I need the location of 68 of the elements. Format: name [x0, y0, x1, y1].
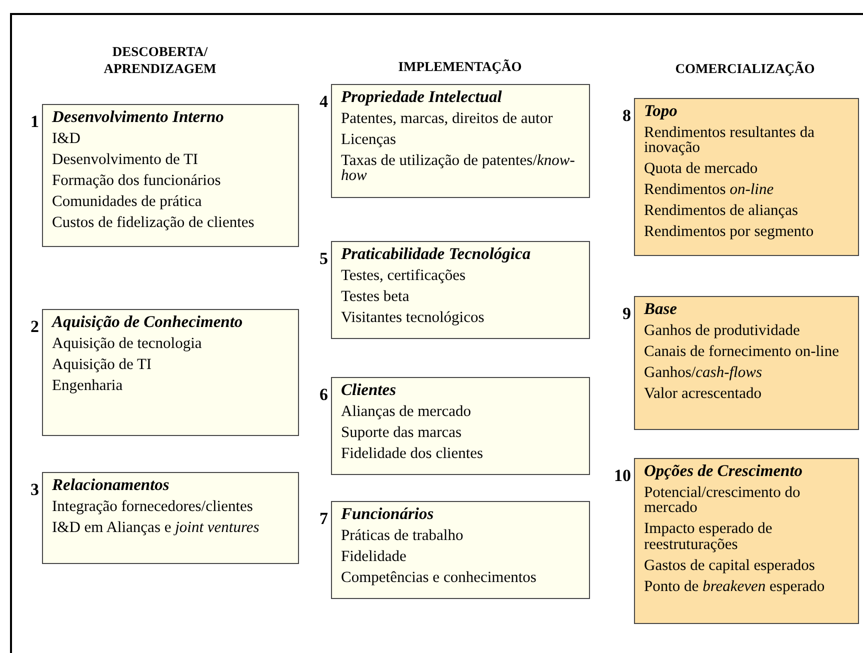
- category-box: [331, 501, 590, 599]
- list-item: Práticas de trabalho: [341, 528, 464, 543]
- box-heading: Aquisição de Conhecimento: [52, 314, 244, 330]
- list-item: Rendimentos on-line: [644, 182, 775, 198]
- list-item: Fidelidade: [341, 548, 408, 564]
- box-heading: Praticabilidade Tecnológica: [341, 246, 532, 262]
- box-heading: Clientes: [341, 382, 398, 398]
- box-heading: Relacionamentos: [52, 477, 170, 494]
- list-item: Suporte das marcas: [341, 424, 463, 440]
- list-item: Impacto esperado de reestruturações: [644, 521, 774, 552]
- category-box: [331, 84, 590, 198]
- list-item: Competências e conhecimentos: [341, 570, 538, 585]
- list-item: Aquisição de tecnologia: [52, 336, 203, 351]
- list-item: Rendimentos de alianças: [644, 203, 800, 218]
- item-number: 10: [613, 466, 631, 486]
- box-heading: Opções de Crescimento: [644, 463, 804, 480]
- list-item: Visitantes tecnológicos: [341, 310, 486, 325]
- list-item: Valor acrescentado: [644, 386, 762, 401]
- box-heading: Topo: [644, 103, 678, 120]
- category-box: [331, 377, 590, 475]
- column-heading: COMERCIALIZAÇÃO: [674, 61, 816, 78]
- list-item: Desenvolvimento de TI: [52, 152, 200, 167]
- category-box: [42, 104, 299, 247]
- category-box: [634, 296, 859, 430]
- category-box: [42, 472, 299, 564]
- list-item: Fidelidade dos clientes: [341, 446, 484, 461]
- list-item: I&D em Alianças e joint ventures: [52, 520, 260, 535]
- list-item: Comunidades de prática: [52, 194, 203, 209]
- column-heading: DESCOBERTA/ APRENDIZAGEM: [102, 44, 218, 78]
- list-item: Gastos de capital esperados: [644, 558, 816, 573]
- list-item: Custos de fidelização de clientes: [52, 214, 256, 230]
- column-heading: IMPLEMENTAÇÃO: [397, 59, 523, 76]
- item-number: 5: [318, 249, 328, 269]
- list-item: Formação dos funcionários: [52, 172, 222, 188]
- list-item: Testes, certificações: [341, 268, 467, 283]
- list-item: Integração fornecedores/clientes: [52, 498, 254, 514]
- list-item: Testes beta: [341, 288, 410, 304]
- item-number: 7: [318, 509, 328, 529]
- list-item: Ponto de breakeven esperado: [644, 578, 826, 594]
- list-item: I&D: [52, 130, 82, 146]
- list-item: Rendimentos resultantes da inovação: [644, 124, 816, 156]
- list-item: Engenharia: [52, 378, 124, 393]
- list-item: Taxas de utilização de patentes/know-how: [341, 152, 576, 184]
- list-item: Canais de fornecimento on-line: [644, 344, 840, 359]
- item-number: 8: [622, 106, 631, 126]
- box-heading: Desenvolvimento Interno: [52, 109, 225, 126]
- list-item: Quota de mercado: [644, 161, 759, 176]
- list-item: Ganhos/cash-flows: [644, 364, 763, 380]
- item-number: 6: [318, 385, 328, 405]
- list-item: Aquisição de TI: [52, 356, 153, 372]
- list-item: Ganhos de produtividade: [644, 322, 801, 338]
- list-item: Potencial/crescimento do mercado: [644, 484, 802, 516]
- box-heading: Propriedade Intelectual: [341, 89, 503, 106]
- list-item: Licenças: [341, 132, 398, 147]
- category-box: [42, 309, 299, 436]
- item-number: 2: [30, 317, 39, 337]
- list-item: Rendimentos por segmento: [644, 224, 815, 240]
- category-box: [634, 98, 859, 256]
- box-heading: Funcionários: [341, 506, 435, 522]
- category-box: [331, 241, 590, 339]
- item-number: 9: [622, 304, 631, 324]
- box-heading: Base: [644, 301, 678, 318]
- list-item: Patentes, marcas, direitos de autor: [341, 110, 554, 126]
- item-number: 3: [30, 480, 39, 500]
- item-number: 1: [30, 112, 39, 132]
- list-item: Alianças de mercado: [341, 404, 472, 419]
- item-number: 4: [318, 92, 328, 112]
- category-box: [634, 458, 859, 624]
